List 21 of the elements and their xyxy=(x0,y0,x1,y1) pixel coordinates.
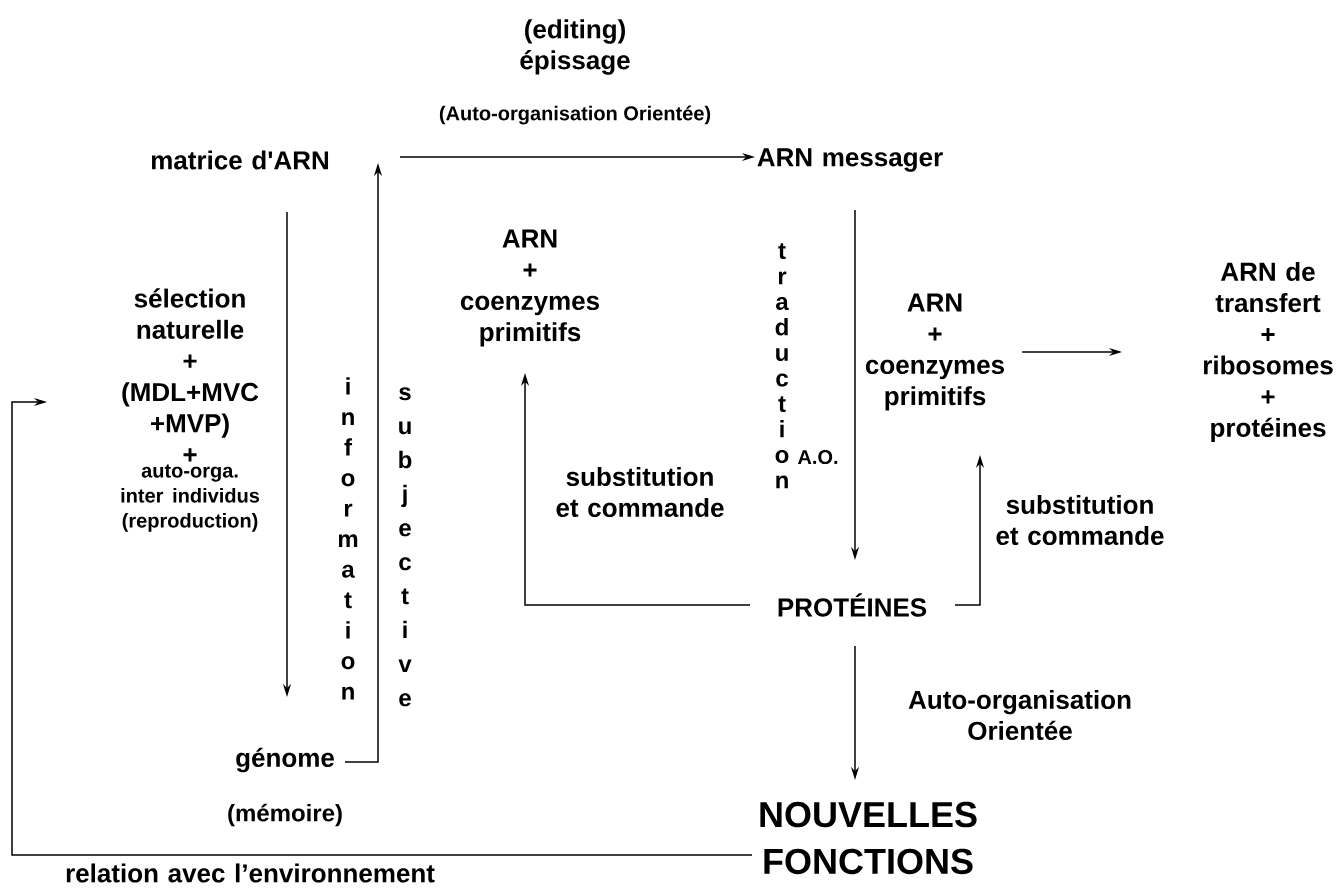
text-label: A.O. xyxy=(797,449,838,465)
node-label: NOUVELLES FONCTIONS xyxy=(760,801,977,875)
node-label: génome xyxy=(236,747,334,773)
vertical-label: information xyxy=(338,377,358,700)
node-label: ARN messager xyxy=(757,148,943,172)
vertical-label: subjective xyxy=(398,387,412,707)
edge-label: (editing) épissage xyxy=(520,19,630,75)
text-label: (Auto-organisation Orientée) xyxy=(439,105,711,125)
node-caption: (mémoire) xyxy=(228,803,342,827)
vertical-label: traduction xyxy=(775,243,789,489)
node-label: sélection naturelle + (MDL+MVC +MVP) + auto-orga. inter individus (reproduction) xyxy=(121,288,260,532)
node-label: matrice d'ARN xyxy=(151,150,328,170)
arrow xyxy=(11,397,753,856)
edge-label: substitution et commande xyxy=(556,466,724,518)
edge-label: relation avec l’environnement xyxy=(66,863,435,883)
node-label: ARN + coenzymes primitifs xyxy=(460,229,599,347)
node-label: PROTÉINES xyxy=(778,593,927,617)
edge-label: substitution et commande xyxy=(996,494,1164,546)
node-label: ARN de transfert + ribosomes + protéines xyxy=(1203,261,1333,443)
node-label: ARN + coenzymes primitifs xyxy=(865,293,1004,411)
edge-label: Auto-organisation Orientée xyxy=(908,689,1131,741)
